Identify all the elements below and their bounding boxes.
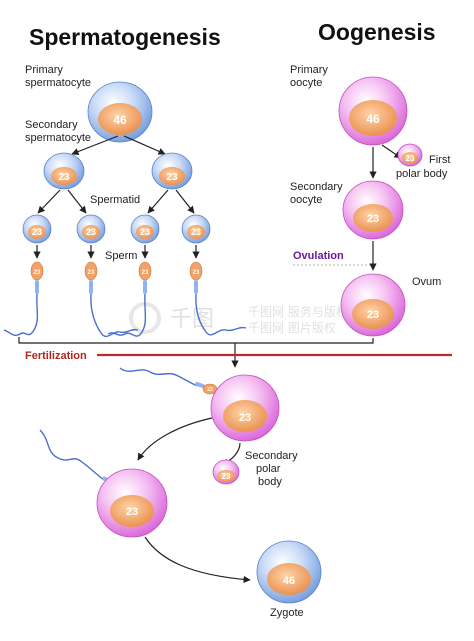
chromosome-count: 23 <box>86 227 96 237</box>
sperm-cell: 23 <box>3 261 44 337</box>
label-fertilization: Fertilization <box>25 350 87 362</box>
chromosome-count: 23 <box>191 227 201 237</box>
secondary-spermatocyte-cell-left: 23 <box>43 152 85 190</box>
sperm-entering-egg: 23 <box>119 367 218 395</box>
zygote-cell: 46 <box>256 540 322 604</box>
secondary-oocyte-cell: 23 <box>342 180 404 240</box>
chromosome-count: 23 <box>222 472 231 481</box>
spermatid-cell: 23 <box>181 214 211 244</box>
chromosome-count: 23 <box>367 213 379 225</box>
chromosome-count: 46 <box>113 113 127 127</box>
sperm-cell: 23 <box>107 261 152 337</box>
arrow <box>144 536 251 584</box>
chromosome-count: 23 <box>239 412 251 424</box>
label-secondary-polar-body: Secondary <box>245 450 298 462</box>
chromosome-count: 46 <box>366 112 380 126</box>
watermark-text: 千图网 服务与版权 <box>248 304 348 319</box>
first-polar-body-cell: 23 <box>397 143 423 167</box>
secondary-spermatocyte-cell-right: 23 <box>151 152 193 190</box>
primary-spermatocyte-cell: 46 <box>87 81 153 143</box>
chromosome-count: 23 <box>406 154 415 163</box>
egg-with-sperm-cell: 23 <box>96 468 168 538</box>
fertilized-egg-cell: 23 <box>210 374 280 442</box>
label-secondary-polar-body-2: polar <box>256 463 281 475</box>
label-primary-spermatocyte: Primary <box>25 64 63 76</box>
arrow <box>123 135 166 155</box>
sperm-cell: 23 <box>84 261 139 338</box>
chromosome-count: 23 <box>166 172 178 183</box>
spermatid-cell: 23 <box>76 214 106 244</box>
label-primary-oocyte-2: oocyte <box>290 77 322 89</box>
chromosome-count: 23 <box>140 227 150 237</box>
label-ovulation: Ovulation <box>293 250 344 262</box>
chromosome-count: 23 <box>32 227 42 237</box>
primary-oocyte-cell: 46 <box>338 76 408 146</box>
arrow <box>175 189 195 214</box>
label-spermatid: Spermatid <box>90 194 140 206</box>
label-zygote: Zygote <box>270 607 304 619</box>
chromosome-count: 23 <box>207 387 213 393</box>
chromosome-count: 23 <box>142 270 149 276</box>
arrow <box>37 189 61 214</box>
label-first-polar-body: First <box>429 154 450 166</box>
spermatid-cell: 23 <box>130 214 160 244</box>
watermark-text-2: 千图网 图片版权 <box>248 321 336 335</box>
watermark: 千图 千图网 服务与版权 千图网 图片版权 <box>129 302 348 335</box>
chromosome-count: 23 <box>58 172 70 183</box>
chromosome-count: 46 <box>283 575 295 587</box>
label-sperm: Sperm <box>105 250 137 262</box>
title-spermatogenesis: Spermatogenesis <box>29 24 221 50</box>
arrow <box>71 135 119 155</box>
label-secondary-oocyte: Secondary <box>290 181 343 193</box>
arrow <box>147 189 169 214</box>
label-secondary-oocyte-2: oocyte <box>290 194 322 206</box>
sperm-cell: 23 <box>189 261 247 336</box>
label-secondary-spermatocyte-2: spermatocyte <box>25 132 91 144</box>
label-primary-spermatocyte-2: spermatocyte <box>25 77 91 89</box>
spermatid-cell: 23 <box>22 214 52 244</box>
chromosome-count: 23 <box>367 309 379 321</box>
label-ovum: Ovum <box>412 276 441 288</box>
arrow <box>67 189 87 214</box>
chromosome-count: 23 <box>88 270 95 276</box>
label-secondary-polar-body-3: body <box>258 476 282 488</box>
title-oogenesis: Oogenesis <box>318 19 436 45</box>
connector-line <box>18 337 374 344</box>
watermark-logo: 千图 <box>170 307 214 332</box>
chromosome-count: 23 <box>126 506 138 518</box>
ovum-cell: 23 <box>340 273 406 337</box>
secondary-polar-body-cell: 23 <box>212 459 240 485</box>
label-primary-oocyte: Primary <box>290 64 328 76</box>
arrow <box>137 417 213 461</box>
label-secondary-spermatocyte: Secondary <box>25 119 78 131</box>
label-first-polar-body-2: polar body <box>396 168 448 180</box>
chromosome-count: 23 <box>34 270 41 276</box>
chromosome-count: 23 <box>193 270 200 276</box>
